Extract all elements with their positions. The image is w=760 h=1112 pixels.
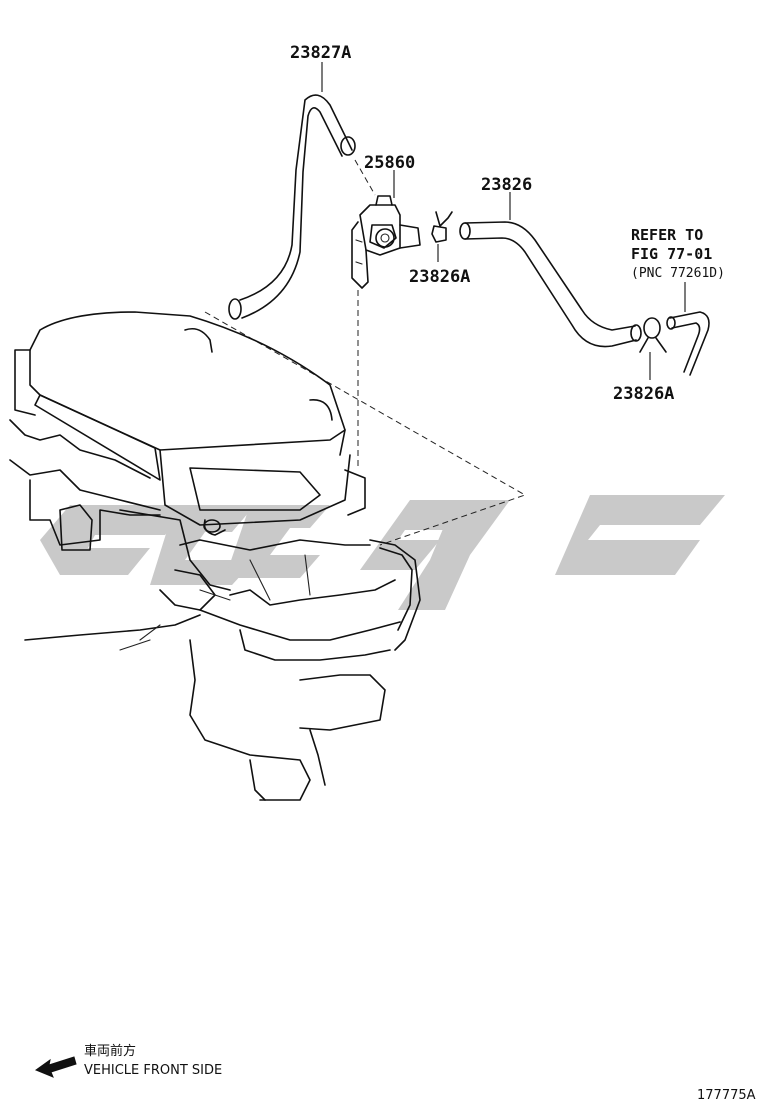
hose-23826 [459,221,642,348]
figure-number: 177775A [697,1088,756,1103]
label-part-23826a-lower: 23826A [613,384,674,404]
reference-hose [666,311,710,376]
reference-line-1: REFER TO [631,226,703,244]
engine-assembly [9,311,421,801]
legend-japanese: 車両前方 [84,1043,136,1059]
clip-23826a-upper [431,211,453,243]
front-direction-legend: 車両前方 VEHICLE FRONT SIDE [34,1043,222,1078]
label-part-23827a: 23827A [290,43,351,63]
label-part-25860: 25860 [364,153,415,173]
label-part-23826a-upper: 23826A [409,267,470,287]
front-direction-arrow-icon [34,1056,77,1078]
watermark-logo [40,495,725,610]
valve-25860 [351,195,421,289]
legend-english: VEHICLE FRONT SIDE [84,1063,222,1078]
reference-line-3: (PNC 77261D) [631,266,725,281]
reference-line-2: FIG 77-01 [631,245,712,263]
label-part-23826: 23826 [481,175,532,195]
hose-23827a [228,94,356,320]
clip-23826a-lower [639,317,667,353]
leader-lines [321,62,686,380]
